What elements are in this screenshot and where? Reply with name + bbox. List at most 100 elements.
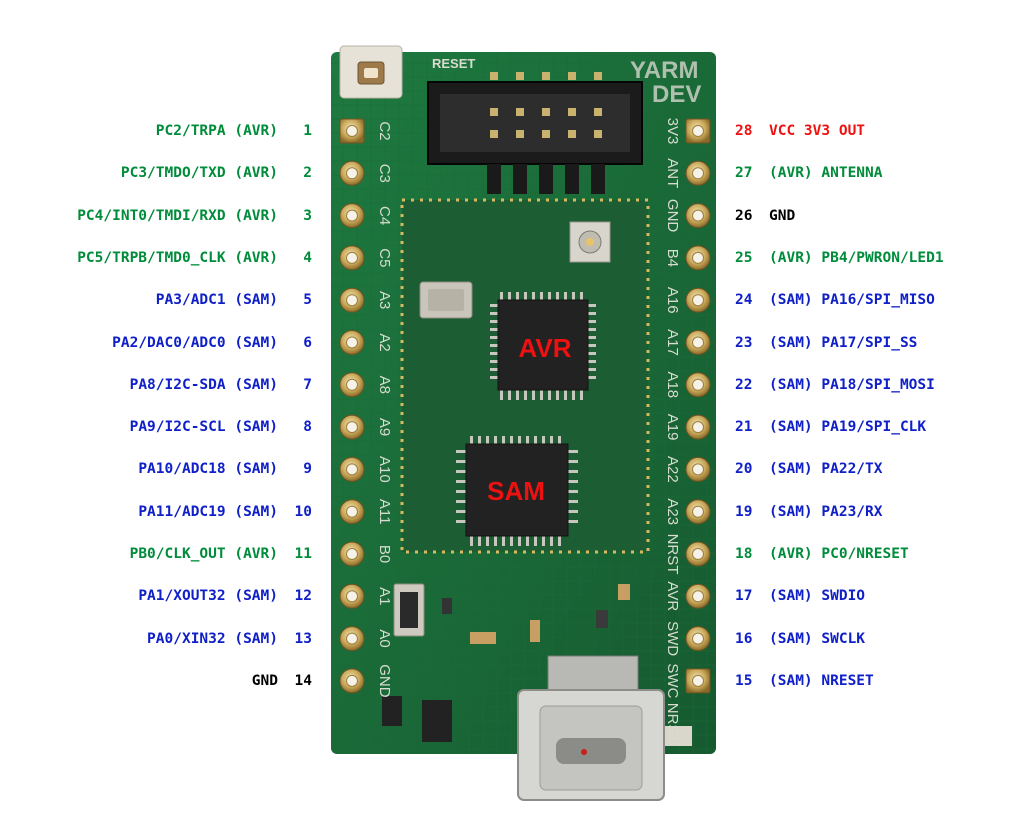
pin-label-left: PA0/XIN32 (SAM)13	[147, 628, 312, 650]
pin-label-left: PB0/CLK_OUT (AVR)11	[130, 543, 312, 565]
pin-function: PA2/DAC0/ADC0 (SAM)	[112, 334, 278, 351]
pin-number: 8	[303, 419, 312, 436]
pin-label-left: PA11/ADC19 (SAM)10	[138, 501, 312, 523]
reset-button	[339, 45, 403, 99]
pin-function: PC5/TRPB/TMD0_CLK (AVR)	[77, 249, 278, 266]
silk-label-right: A22	[664, 456, 681, 483]
silk-label-left: A3	[376, 291, 393, 309]
pin-number: 6	[303, 334, 312, 351]
silk-label-right: AVR	[664, 581, 681, 611]
pin-label-left: PC2/TRPA (AVR) 1	[156, 120, 312, 142]
crystal	[419, 281, 473, 319]
pin-label-left: PA8/I2C-SDA (SAM)7	[130, 374, 312, 396]
pin-function: PA9/I2C-SCL (SAM)	[129, 419, 278, 436]
silk-label-right: A23	[664, 498, 681, 525]
pin-label-right: 16(SAM) SWCLK	[735, 628, 865, 650]
pin-number: 12	[294, 588, 312, 605]
pin-pad	[685, 626, 711, 652]
pin-number: 17	[735, 588, 753, 605]
pin-label-left: PC4/INT0/TMDI/RXD (AVR)3	[77, 205, 312, 227]
smd-components	[382, 583, 692, 746]
silk-label-right: 3V3	[664, 118, 681, 145]
pin-label-right: 23(SAM) PA17/SPI_SS	[735, 332, 917, 354]
pin-label-left: PC3/TMDO/TXD (AVR)2	[121, 162, 312, 184]
pin-pad	[339, 330, 365, 355]
pin-pad	[339, 626, 365, 652]
pin-label-right: 20(SAM) PA22/TX	[735, 458, 883, 480]
pin-pad	[685, 456, 711, 482]
jtag-header	[427, 72, 643, 194]
reset-silk-label: RESET	[432, 56, 475, 71]
left-pin-pads	[339, 118, 365, 694]
pin-label-right: 18(AVR) PC0/NRESET	[735, 543, 909, 565]
pin-number: 26	[735, 207, 753, 224]
pin-pad	[339, 456, 365, 482]
pin-pad	[339, 499, 365, 525]
silk-label-right: A17	[664, 329, 681, 356]
silk-label-left: C3	[376, 164, 393, 183]
pin-number: 4	[303, 249, 312, 266]
silk-label-right: NRST	[664, 703, 681, 744]
pin-function: (SAM) NRESET	[769, 672, 874, 689]
pin-number: 18	[735, 546, 753, 562]
pin-number: 22	[735, 376, 753, 393]
avr-chip-label: AVR	[519, 333, 572, 363]
right-pin-pads	[685, 118, 711, 694]
pin-pad	[685, 245, 711, 271]
brand-line2: DEV	[652, 81, 701, 108]
pin-pad	[339, 668, 365, 694]
pin-function: VCC 3V3 OUT	[769, 123, 866, 139]
silk-label-left: A0	[376, 629, 393, 647]
pin-function: GND	[769, 207, 796, 224]
silk-label-left: A2	[376, 333, 393, 351]
silk-label-left: C2	[376, 121, 393, 140]
pin-pad-square	[685, 118, 711, 144]
silk-label-left: A1	[376, 587, 393, 605]
pin-pad	[339, 245, 365, 271]
pin-function: (SAM) SWDIO	[769, 588, 866, 605]
pin-pad	[685, 414, 711, 440]
pin-pad	[339, 414, 365, 440]
sam-chip-label: SAM	[487, 476, 545, 506]
pin-label-right: 22 (SAM) PA18/SPI_MOSI	[735, 374, 935, 396]
pin-pad	[685, 499, 711, 525]
pin-pad	[685, 287, 711, 313]
pin-label-right: 27(AVR) ANTENNA	[735, 162, 883, 184]
silk-label-right: ANT	[664, 158, 681, 188]
pin-pad	[685, 330, 711, 355]
pin-pad	[339, 541, 365, 567]
pin-number: 15	[735, 672, 753, 689]
pin-pad	[339, 287, 365, 313]
micro-usb-connector	[517, 655, 665, 801]
pin-pad	[685, 372, 711, 398]
pin-function: PC3/TMDO/TXD (AVR)	[120, 165, 278, 182]
pin-pad	[685, 541, 711, 567]
silk-label-right: SWC	[664, 663, 681, 698]
silk-label-right: B4	[664, 249, 681, 267]
pin-label-left: PA9/I2C-SCL (SAM) 8	[130, 416, 312, 438]
silk-label-right: NRST	[664, 534, 681, 575]
pin-function: PC2/TRPA (AVR)	[155, 123, 278, 139]
pin-number: 19	[735, 503, 753, 520]
silk-label-right: SWD	[664, 621, 681, 656]
pin-function: (SAM) PA18/SPI_MOSI	[769, 376, 935, 393]
pin-label-right: 15 (SAM) NRESET	[735, 670, 874, 692]
pin-label-right: 25(AVR) PB4/PWRON/LED1	[735, 247, 944, 269]
pin-function: (SAM) SWCLK	[769, 630, 866, 647]
pin-label-left: PA2/DAC0/ADC0 (SAM) 6	[112, 332, 312, 354]
pin-number: 14	[294, 672, 312, 689]
pin-number: 5	[303, 292, 312, 309]
pin-number: 13	[294, 630, 312, 647]
pin-pad	[339, 372, 365, 398]
pin-number: 20	[735, 461, 753, 478]
pin-pad	[685, 160, 711, 186]
pin-pad	[339, 583, 365, 609]
silk-label-right: A19	[664, 414, 681, 441]
pin-function: GND	[251, 672, 278, 689]
pin-number: 27	[735, 165, 753, 182]
brand-line1: YARM	[630, 57, 698, 84]
pin-label-right: 24(SAM) PA16/SPI_MISO	[735, 289, 935, 311]
pin-function: PA1/XOUT32 (SAM)	[138, 588, 278, 605]
pin-number: 9	[303, 461, 312, 478]
pin-number: 1	[303, 123, 312, 139]
